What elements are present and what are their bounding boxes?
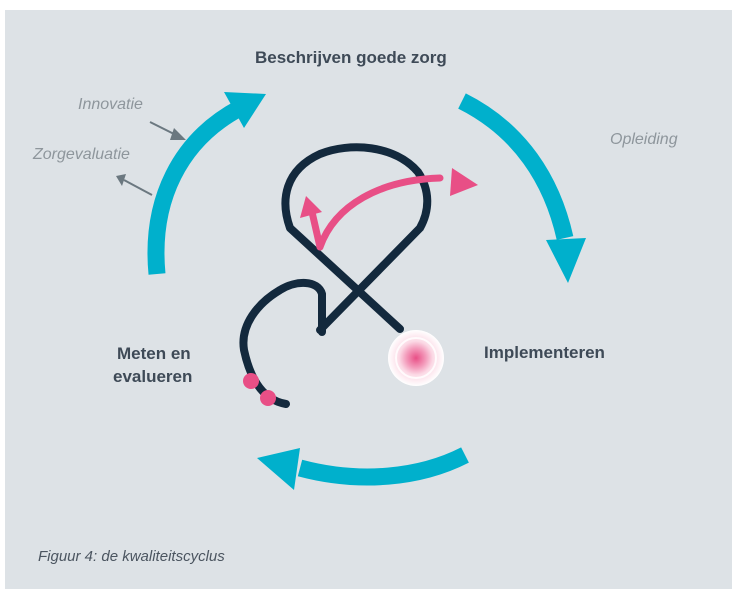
note-innovatie: Innovatie <box>78 96 143 113</box>
note-zorgevaluatie: Zorgevaluatie <box>33 146 130 163</box>
label-evalueren: evalueren <box>113 367 193 386</box>
innovatie-arrow <box>149 121 186 140</box>
zorgevaluatie-arrow <box>116 174 153 196</box>
label-implementeren: Implementeren <box>484 343 605 362</box>
label-meten: Meten en <box>117 344 191 363</box>
cycle-arrow-bottom <box>257 447 469 490</box>
ear-tip-2 <box>260 390 276 406</box>
note-opleiding: Opleiding <box>610 131 678 148</box>
cycle-arrow-left <box>147 92 266 275</box>
figure-caption: Figuur 4: de kwaliteitscyclus <box>38 548 225 565</box>
ear-tip-1 <box>243 373 259 389</box>
label-beschrijven: Beschrijven goede zorg <box>255 48 447 67</box>
cycle-arrow-right <box>458 93 586 283</box>
pink-cycle-arrow <box>300 168 478 251</box>
stethoscope-icon <box>239 143 444 408</box>
